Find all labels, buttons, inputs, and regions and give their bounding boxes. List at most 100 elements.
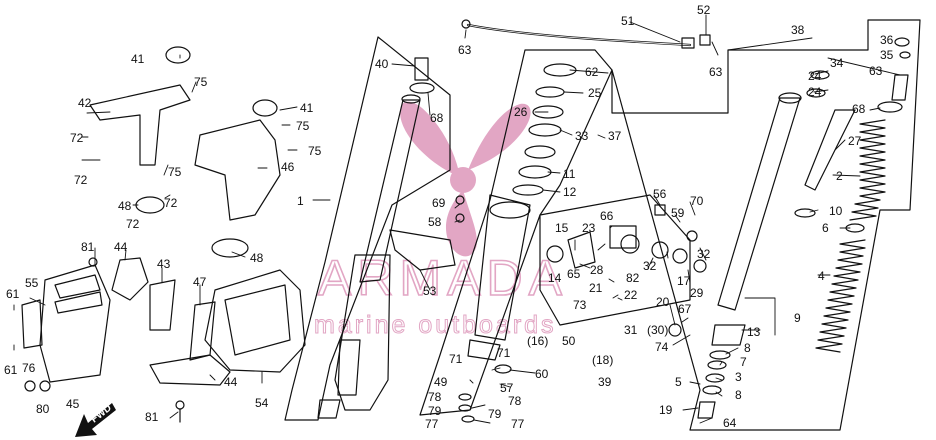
center-box-outline — [419, 49, 613, 416]
left-outer-slider — [334, 254, 391, 411]
part-label-13: 13 — [747, 325, 761, 339]
part-label-43: 43 — [157, 257, 171, 271]
part-label-75: 75 — [194, 75, 208, 89]
cam-shaft — [567, 231, 596, 269]
cable-nut — [699, 34, 711, 46]
part-label-45: 45 — [66, 397, 80, 411]
o-ring — [409, 82, 435, 94]
part-label-40: 40 — [375, 57, 389, 71]
part-label-26: 26 — [514, 105, 528, 119]
o-ring — [877, 101, 903, 113]
bearing-race — [512, 184, 544, 196]
rubber-mount — [252, 99, 278, 117]
part-label-78: 78 — [428, 390, 442, 404]
part-label-66: 66 — [600, 209, 614, 223]
part-label-17: 17 — [677, 274, 691, 288]
part-label-72: 72 — [126, 217, 140, 231]
part-label-38: 38 — [791, 23, 805, 37]
part-label-72: 72 — [74, 173, 88, 187]
part-label-49: 49 — [434, 375, 448, 389]
headlight-bracket — [89, 84, 191, 166]
grommet — [135, 196, 165, 214]
part-label-18: (18) — [592, 353, 613, 367]
washer — [651, 241, 669, 259]
cable-fitting — [681, 37, 695, 49]
circlip — [709, 350, 731, 360]
upper-fork-spring — [849, 119, 886, 221]
part-label-62: 62 — [585, 65, 599, 79]
washer — [458, 404, 472, 412]
o-ring — [810, 70, 830, 80]
tube-top — [778, 92, 802, 104]
part-label-56: 56 — [653, 187, 667, 201]
part-label-76: 76 — [22, 361, 36, 375]
bushing — [707, 360, 727, 370]
part-label-23: 23 — [582, 221, 596, 235]
watermark-tagline: marine outboards — [314, 311, 557, 339]
cap — [894, 37, 910, 47]
part-label-14: 14 — [548, 271, 562, 285]
bearing-race — [535, 86, 565, 98]
bearing-race — [528, 123, 562, 137]
part-label-57: 57 — [500, 381, 514, 395]
cap — [899, 51, 911, 59]
washer — [458, 393, 472, 401]
part-label-79: 79 — [488, 407, 502, 421]
propeller-blade — [445, 190, 477, 257]
right-inner-tube — [717, 97, 801, 311]
part-label-74: 74 — [655, 340, 669, 354]
washer — [672, 248, 688, 264]
right-box-outline — [611, 19, 921, 431]
part-label-39: 39 — [598, 375, 612, 389]
headlight-case — [204, 269, 306, 373]
part-label-35: 35 — [880, 48, 894, 62]
part-label-63: 63 — [709, 65, 723, 79]
stay-lower — [149, 354, 231, 386]
part-label-24: 24 — [808, 69, 822, 83]
part-label-52: 52 — [697, 3, 711, 17]
drain-bolt — [697, 401, 716, 419]
bolt-head — [455, 213, 465, 223]
part-label-6: 6 — [822, 221, 829, 235]
bolt-head — [88, 257, 98, 267]
part-label-5: 5 — [675, 375, 682, 389]
part-label-12: 12 — [563, 185, 577, 199]
part-label-34: 34 — [830, 56, 844, 70]
steering-stem — [474, 194, 531, 341]
cap-bolt — [891, 74, 909, 101]
part-label-81: 81 — [81, 240, 95, 254]
part-label-69: 69 — [432, 196, 446, 210]
part-label-68: 68 — [852, 102, 866, 116]
part-label-75: 75 — [308, 144, 322, 158]
part-label-75: 75 — [168, 165, 182, 179]
part-label-81: 81 — [145, 410, 159, 424]
part-label-67: 67 — [678, 302, 692, 316]
damper-rod — [804, 109, 856, 191]
part-label-59: 59 — [671, 206, 685, 220]
propeller-logo — [400, 101, 531, 257]
bearing-race — [532, 105, 564, 119]
bearing-race — [543, 63, 577, 77]
part-label-19: 19 — [659, 403, 673, 417]
part-label-68: 68 — [430, 111, 444, 125]
part-label-11: 11 — [563, 167, 576, 181]
left-fork-box-outline — [284, 36, 451, 421]
part-label-77: 77 — [511, 417, 525, 431]
part-label-36: 36 — [880, 33, 894, 47]
part-label-58: 58 — [428, 215, 442, 229]
part-label-61: 61 — [4, 363, 18, 377]
propeller-blade — [468, 103, 531, 170]
bolt-head — [175, 400, 185, 410]
part-label-9: 9 — [794, 311, 801, 325]
part-label-79: 79 — [428, 404, 442, 418]
linework — [13, 14, 921, 431]
part-label-3: 3 — [735, 370, 742, 384]
part-label-73: 73 — [573, 298, 587, 312]
part-label-32: 32 — [697, 247, 711, 261]
part-label-51: 51 — [621, 14, 635, 28]
part-label-55: 55 — [25, 276, 39, 290]
bearing-race — [524, 145, 556, 159]
part-label-4: 4 — [818, 269, 825, 283]
part-label-22: 22 — [624, 288, 638, 302]
part-label-65: 65 — [567, 267, 581, 281]
